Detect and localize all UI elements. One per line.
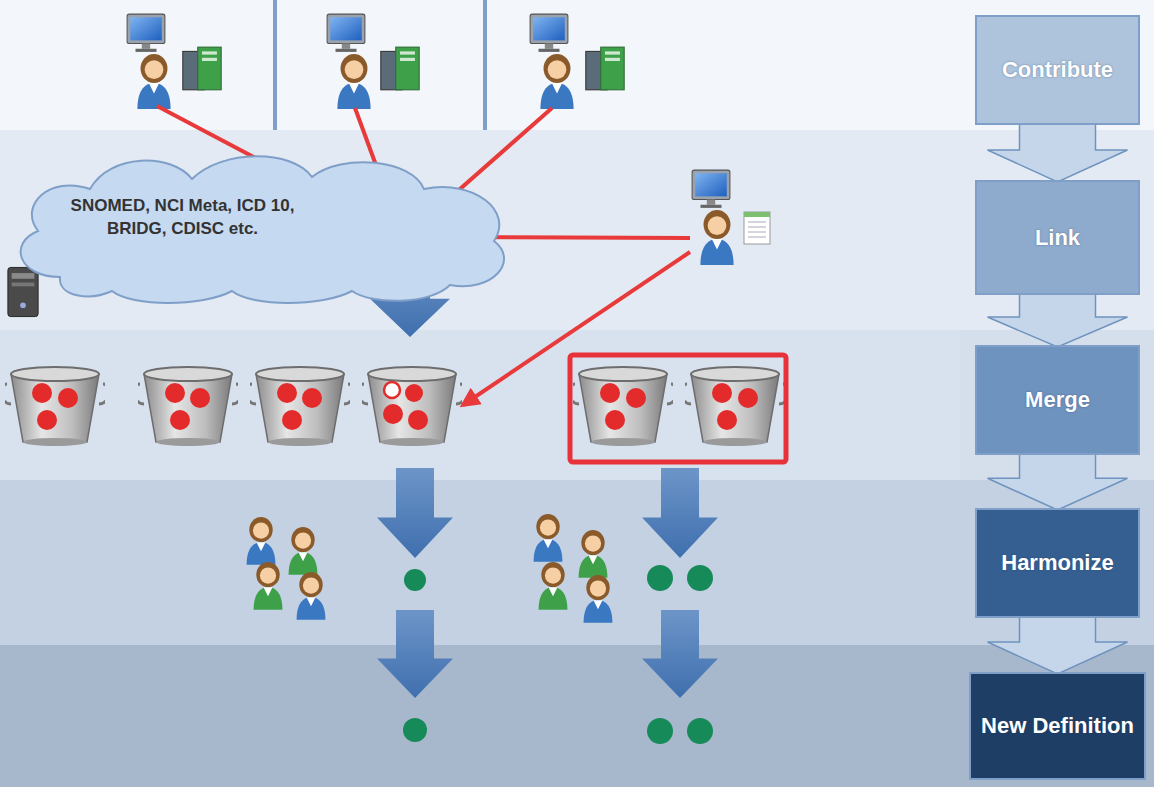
process-step-box: Merge xyxy=(975,345,1140,455)
step-label: Harmonize xyxy=(1001,550,1113,576)
step-label: Link xyxy=(1035,225,1080,251)
flow-arrow xyxy=(988,453,1128,510)
terminology-cloud: SNOMED, NCI Meta, ICD 10, BRIDG, CDISC e… xyxy=(0,145,520,305)
step-label: New Definition xyxy=(981,713,1134,739)
cloud-label: SNOMED, NCI Meta, ICD 10, BRIDG, CDISC e… xyxy=(55,195,310,241)
step-label: Contribute xyxy=(1002,57,1113,83)
process-step-box: New Definition xyxy=(969,672,1146,780)
process-step-box: Harmonize xyxy=(975,508,1140,618)
flow-arrow xyxy=(988,293,1128,347)
cloud-outline xyxy=(0,145,520,305)
step-label: Merge xyxy=(1025,387,1090,413)
process-step-box: Link xyxy=(975,180,1140,295)
process-step-box: Contribute xyxy=(975,15,1140,125)
flow-arrow xyxy=(988,616,1128,674)
flow-arrow xyxy=(988,123,1128,182)
